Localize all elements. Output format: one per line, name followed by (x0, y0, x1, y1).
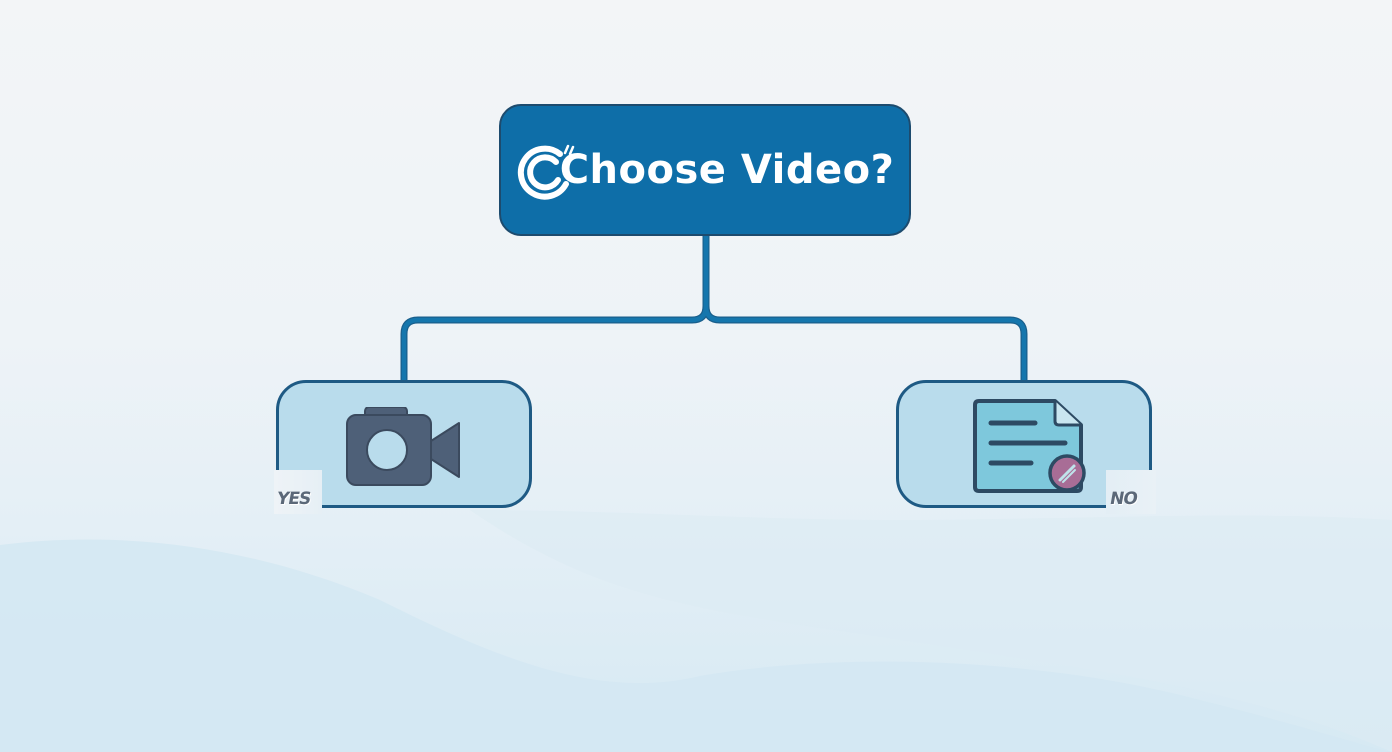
no-label-backdrop (1106, 470, 1156, 514)
document-with-badge-icon (973, 399, 1086, 493)
c-logo-icon (517, 144, 574, 200)
decision-node-choose-video[interactable]: Choose Video? (499, 104, 911, 236)
branch-yes-video[interactable] (276, 380, 532, 508)
yes-label-backdrop (274, 470, 322, 514)
branch-label-no: NO (1108, 489, 1139, 509)
decision-title: Choose Video? (559, 147, 895, 193)
video-camera-icon (346, 407, 460, 486)
branch-label-yes: YES (275, 489, 312, 509)
